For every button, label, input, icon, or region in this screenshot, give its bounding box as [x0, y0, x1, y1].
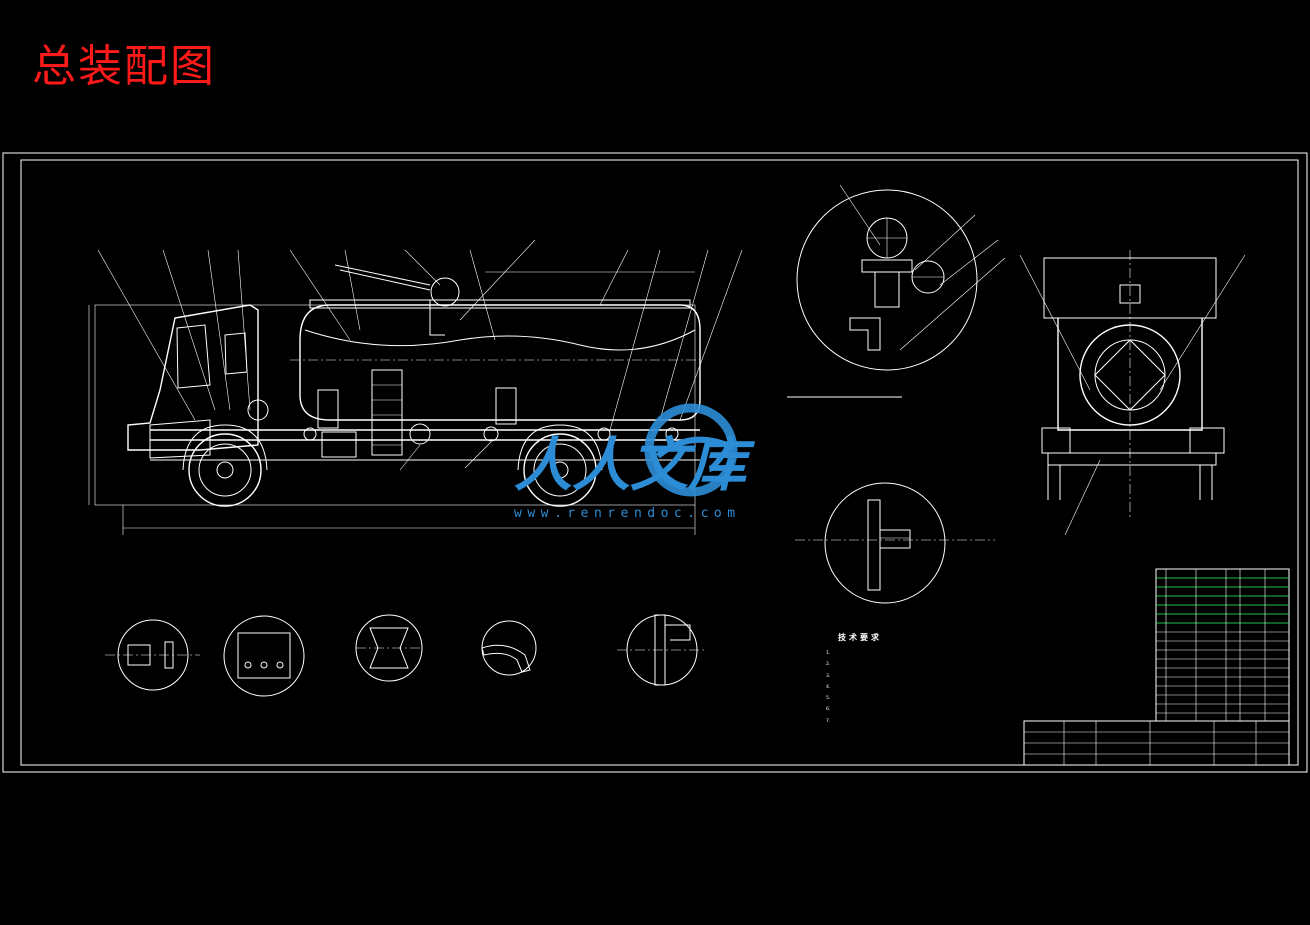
requirement-item: 6. — [826, 707, 831, 713]
truck-side-view — [88, 239, 743, 535]
title-block — [1023, 720, 1290, 766]
rear-view — [1019, 250, 1246, 536]
detail-view-iii — [355, 614, 423, 682]
detail-view-vi — [481, 620, 537, 676]
requirement-item: 3. — [826, 673, 831, 679]
requirement-item: 1. — [826, 651, 831, 656]
watermark: 人人文库 www.renrendoc.com — [508, 398, 808, 528]
detail-view-vii — [617, 614, 705, 686]
parts-list-table — [1155, 568, 1290, 722]
requirement-item: 7. — [826, 718, 831, 724]
inner-border — [20, 159, 1299, 766]
watermark-text-cn: 人人文库 — [514, 431, 747, 499]
requirement-item: 5. — [826, 696, 831, 702]
detail-view-i — [105, 619, 200, 691]
outer-border — [2, 152, 1308, 773]
requirement-item: 4. — [826, 684, 831, 690]
requirement-item: 2. — [826, 662, 831, 668]
detail-view-v — [795, 482, 995, 604]
renrendoc-logo-icon — [644, 403, 738, 497]
watermark-url: www.renrendoc.com — [514, 506, 741, 521]
detail-view-iv — [787, 184, 1006, 398]
technical-requirements-title: 技术要求 — [838, 632, 882, 642]
technical-requirements-list: 1. 2. 3. 4. 5. 6. 7. — [826, 648, 830, 727]
drawing-title: 总装配图 — [32, 41, 216, 92]
detail-view-ii — [223, 615, 305, 697]
